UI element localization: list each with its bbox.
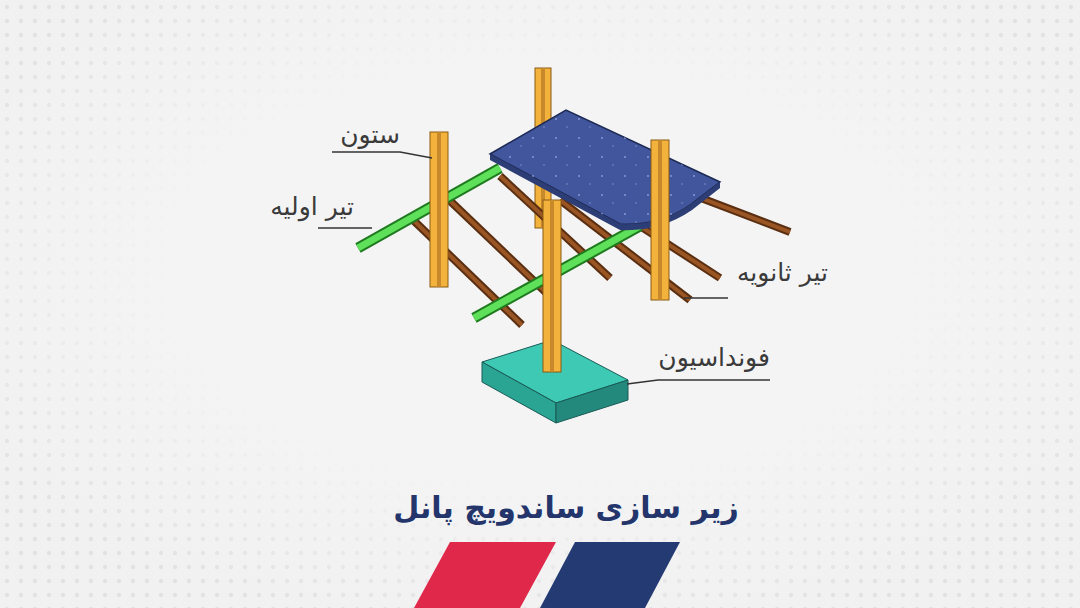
logo-bar-navy xyxy=(540,542,680,608)
column xyxy=(543,200,561,372)
secondary-beam-label: تیر ثانویه xyxy=(737,258,828,288)
foundation-label: فونداسیون xyxy=(658,343,770,373)
leader-lines xyxy=(318,152,770,384)
title: زیر سازی ساندویچ پانل xyxy=(393,490,739,526)
column-label: ستون xyxy=(340,120,400,150)
primary-beam-label: تیر اولیه xyxy=(270,192,354,222)
roof-slab xyxy=(490,110,720,224)
logo-bar-red xyxy=(414,542,556,608)
